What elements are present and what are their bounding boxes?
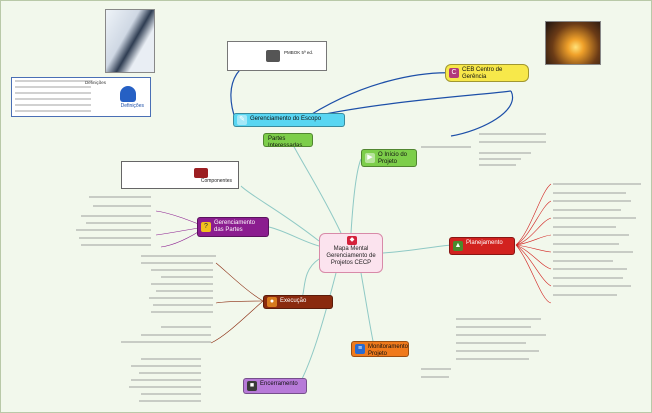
bottom-right-node[interactable]: ≡ Monitoramento Projeto [351,341,409,357]
top-green-label: Partes Interessadas [268,136,303,147]
start-icon: ▶ [365,153,375,163]
link-to-right [382,244,452,254]
dark-leaders [210,262,264,344]
close-project-icon: ■ [247,381,257,391]
loop-arc-4 [450,90,514,137]
link-to-left-purple [268,226,320,247]
monitor-icon: ≡ [355,344,365,354]
definicoes-label: Definições [120,103,144,109]
definicoes-callout: Definições Definições [11,77,151,117]
top-note-callout: PMBOK 5ª ed. [227,41,327,71]
central-topic-label: Mapa Mental Gerenciamento de Projetos CE… [326,246,376,266]
left-dark-label: Execução [280,298,307,304]
link-to-top-right [350,158,362,234]
central-topic[interactable]: ◆ Mapa Mental Gerenciamento de Projetos … [319,233,383,273]
bottom-left-label: Encerramento [260,381,298,387]
link-to-bottom-right [360,272,374,342]
componentes-label: Componentes [200,178,232,184]
top-cyan-label: Gerenciamento do Escopo [250,116,322,122]
link-to-bottom-left [300,272,337,382]
box-icon [194,168,208,178]
ceb-logo-icon: C [449,68,459,78]
right-leaders [515,183,552,304]
right-label: Planejamento [466,240,503,246]
link-to-top [290,140,342,234]
question-icon: ? [201,222,211,232]
network-icon [266,50,280,62]
loop-arc-3 [300,90,512,120]
photo-top-left [105,9,155,73]
top-right-label: O Início do Projeto [378,152,408,165]
execution-icon: ● [267,297,277,307]
top-cyan-node[interactable]: ✎ Gerenciamento do Escopo [233,113,345,127]
plan-icon: ▲ [453,241,463,251]
top-right-node[interactable]: ▶ O Início do Projeto [361,149,417,167]
top-yellow-label: CEB Centro de Gerência [462,67,503,80]
project-icon: ◆ [347,236,357,245]
left-dark-node[interactable]: ● Execução [263,295,333,309]
scope-icon: ✎ [237,115,247,125]
right-node[interactable]: ▲ Planejamento [449,237,515,255]
componentes-callout: Componentes [121,161,239,189]
left-purple-node[interactable]: ? Gerenciamento das Partes [197,217,269,237]
link-to-components [240,185,320,242]
bottom-left-node[interactable]: ■ Encerramento [243,378,307,394]
photo-top-right [545,21,601,65]
top-green-node[interactable]: Partes Interessadas [263,133,313,147]
top-note-label: PMBOK 5ª ed. [284,50,314,55]
loop-arc-2 [300,72,457,122]
left-purple-label: Gerenciamento das Partes [214,220,256,233]
bottom-right-label: Monitoramento Projeto [368,344,409,357]
person-icon [120,86,136,102]
top-yellow-node[interactable]: C CEB Centro de Gerência [445,64,529,82]
